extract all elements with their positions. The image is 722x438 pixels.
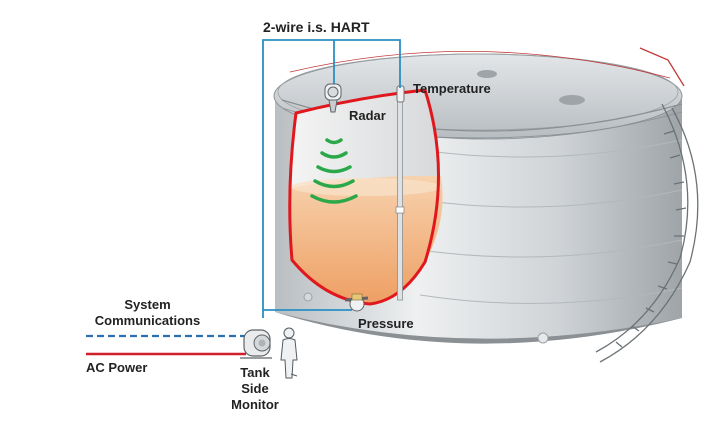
tank-side-monitor-label: Tank Side Monitor bbox=[222, 365, 288, 413]
system-communications-label-line1: System bbox=[124, 297, 171, 312]
radar-gauge-icon bbox=[324, 83, 342, 113]
tank-side-monitor-icon bbox=[240, 329, 272, 359]
radar-waves bbox=[310, 138, 358, 204]
pressure-transmitter-icon bbox=[344, 293, 369, 312]
ac-power-label: AC Power bbox=[86, 360, 148, 375]
system-communications-label: System Communications bbox=[80, 297, 215, 329]
tank-side-monitor-label-line3: Monitor bbox=[231, 397, 279, 412]
hart-wiring-label: 2-wire i.s. HART bbox=[263, 19, 370, 35]
tank-side-monitor-label-line2: Side bbox=[241, 381, 269, 396]
cutaway-outline bbox=[288, 88, 440, 306]
tank-side-monitor-label-line1: Tank bbox=[240, 365, 270, 380]
liquid-product bbox=[289, 175, 443, 304]
spiral-staircase bbox=[595, 47, 699, 363]
pressure-label: Pressure bbox=[358, 316, 414, 331]
temperature-label: Temperature bbox=[413, 81, 491, 96]
system-communications-label-line2: Communications bbox=[94, 313, 201, 328]
hart-wiring bbox=[262, 39, 401, 318]
operator-person-icon bbox=[280, 327, 298, 379]
radar-label: Radar bbox=[349, 108, 386, 123]
temperature-probe-icon bbox=[395, 85, 405, 301]
